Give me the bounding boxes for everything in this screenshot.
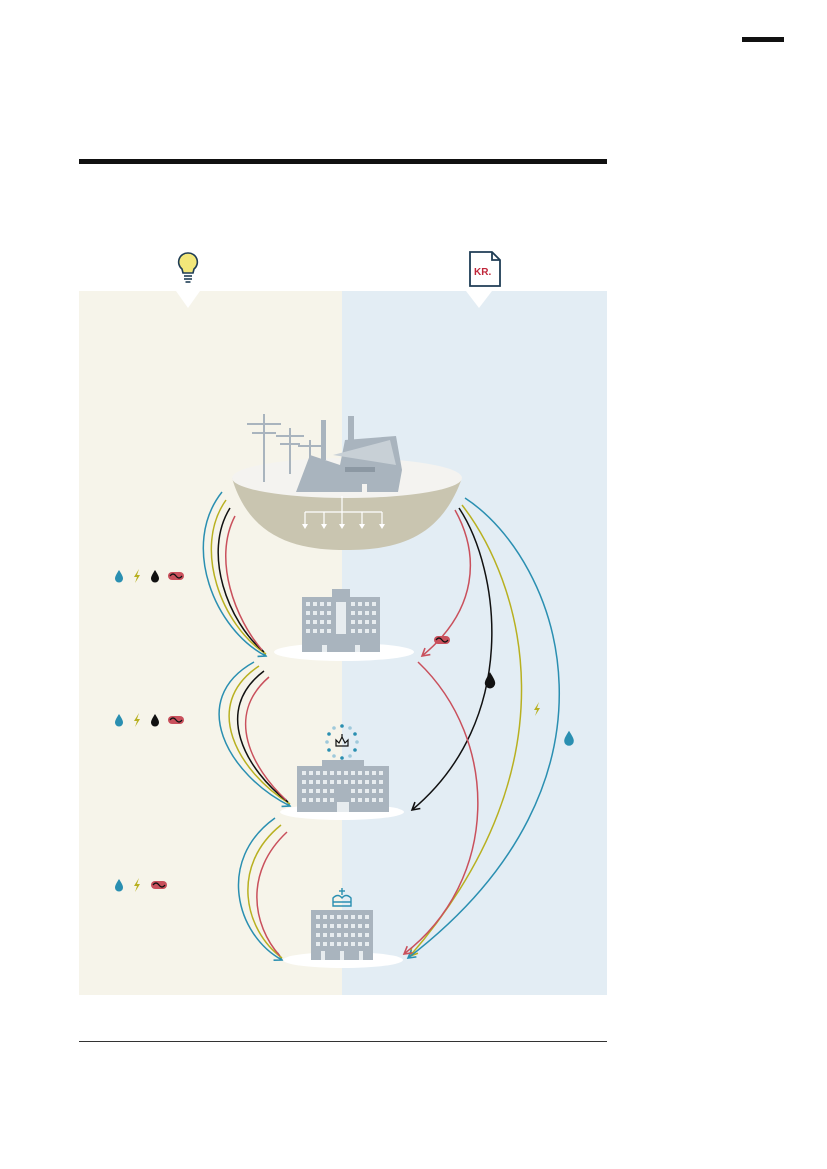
consumption-panel-pointer — [176, 291, 200, 308]
consumption-panel — [79, 291, 342, 995]
left-flows-company-to-ministry — [218, 661, 292, 808]
flow-water — [202, 491, 268, 658]
utility-plant — [232, 414, 462, 550]
distribution-pipes — [302, 496, 385, 529]
flow-electricity — [228, 665, 291, 805]
payment-panel-pointer — [466, 291, 492, 308]
left-flows-ministry-to-state — [237, 817, 288, 961]
top-rule — [79, 159, 607, 164]
invoice-kr-icon: KR. — [469, 251, 501, 287]
flow-oil — [217, 507, 265, 653]
bottom-rule — [79, 1041, 607, 1042]
flow-water-to-state — [406, 497, 560, 959]
lightbulb-icon — [177, 252, 199, 283]
flow-heat — [256, 831, 288, 957]
utility-icons-state — [115, 878, 167, 892]
flow-heat-company-to-state — [402, 661, 479, 955]
company-building — [274, 589, 414, 661]
factory — [296, 416, 402, 492]
state-building — [283, 888, 403, 968]
flow-electricity — [247, 824, 283, 959]
crown-halo — [325, 724, 359, 760]
flow-oil-to-ministry — [410, 507, 493, 812]
left-flows-plant-to-company — [202, 491, 268, 658]
utility-icons-ministry — [115, 713, 184, 727]
district-heating-icon — [168, 716, 184, 724]
flow-water — [237, 817, 284, 961]
district-heating-icon — [168, 572, 184, 580]
corner-marker — [742, 37, 784, 42]
flow-electricity — [210, 499, 267, 655]
invoice-currency-label: KR. — [474, 267, 491, 278]
flow-electricity-to-state — [408, 504, 523, 958]
ministry-building — [280, 724, 404, 820]
flow-heat — [244, 676, 287, 801]
crown-icon — [335, 734, 349, 747]
flow-heat — [225, 515, 263, 651]
royal-crown-icon — [332, 888, 352, 907]
flow-oil — [236, 670, 289, 803]
payment-panel — [342, 291, 607, 995]
district-heating-icon — [151, 881, 167, 889]
district-heating-icon — [434, 636, 450, 644]
power-pylon — [247, 414, 322, 482]
flow-water — [218, 661, 292, 808]
utility-icons-company — [115, 569, 184, 583]
